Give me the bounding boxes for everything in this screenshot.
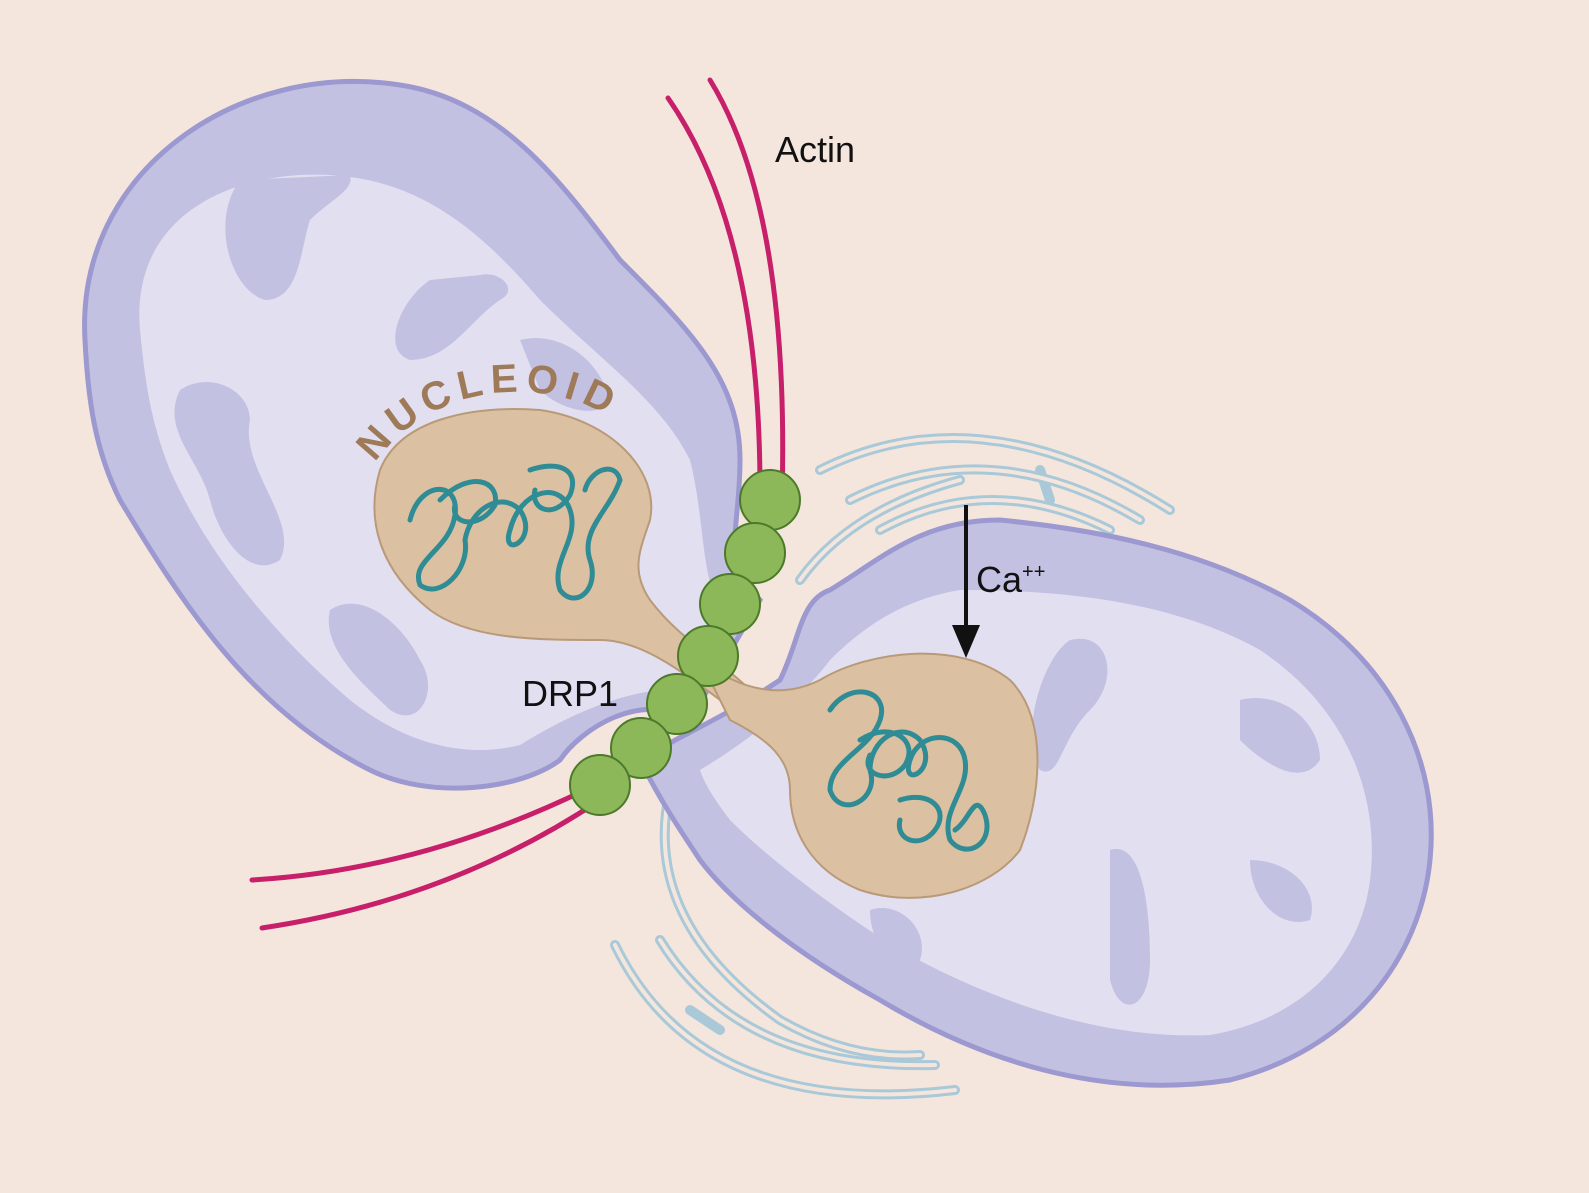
cristae-right [870, 638, 1320, 1005]
calcium-flux-arrow [952, 505, 980, 658]
actin-filament-bottom-2 [259, 797, 603, 931]
drp1-subunit [699, 573, 761, 635]
drp1-subunit [569, 754, 631, 816]
actin-filament-bottom-1 [249, 787, 588, 883]
drp1-subunit [646, 673, 708, 735]
calcium-label: Ca++ [976, 559, 1045, 600]
actin-filament-top-1 [665, 95, 763, 493]
dna-right [827, 689, 990, 852]
calcium-charge: ++ [1022, 561, 1045, 583]
drp1-subunit [724, 522, 786, 584]
endoplasmic-reticulum-top-lumen [798, 436, 1172, 582]
actin-label: Actin [775, 129, 855, 170]
drp1-label: DRP1 [522, 673, 618, 714]
nucleoid-right [699, 652, 1039, 899]
endoplasmic-reticulum-bottom-lumen [613, 788, 957, 1097]
actin-filaments [249, 77, 786, 931]
cristae-left [174, 175, 610, 716]
dna-left [407, 463, 623, 601]
drp1-subunit [677, 625, 739, 687]
drp1-ring [569, 469, 801, 816]
actin-filament-top-2 [707, 77, 786, 503]
drp1-subunit [610, 717, 672, 779]
calcium-symbol: Ca [976, 559, 1023, 600]
drp1-subunit [739, 469, 801, 531]
